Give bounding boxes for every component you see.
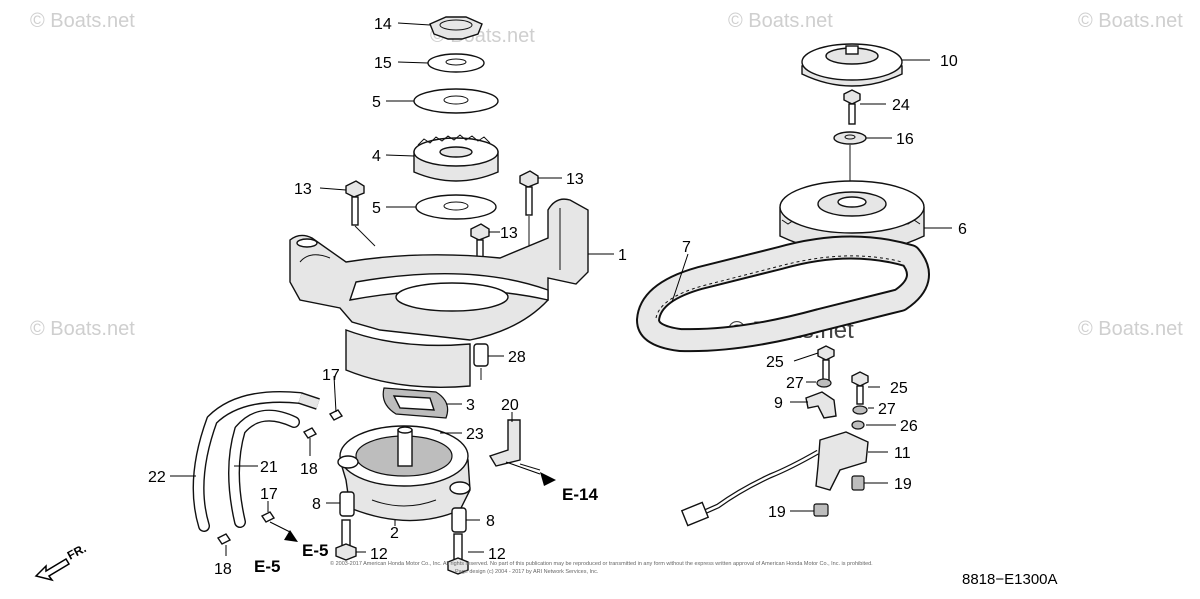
ref-e14: E-14 [562,485,598,504]
callout-14: 14 [374,16,392,33]
plate-part-5-lower [415,194,497,220]
hose-part-21 [228,409,300,528]
watermark: © Boats.net [30,10,135,32]
bolt-part-25-upper [817,345,835,381]
callout-27: 27 [878,401,896,418]
callout-5: 5 [372,94,381,111]
bolt-part-13-right [519,170,539,246]
clip-part-17-lower [260,511,276,523]
callout-3: 3 [466,397,475,414]
callout-1: 1 [618,247,627,264]
callout-19: 19 [894,476,912,493]
callout-17: 17 [322,367,340,384]
callout-23: 23 [466,426,484,443]
sprocket-part-4 [413,134,499,182]
washer-part-27-upper [816,378,832,388]
callout-13: 13 [294,181,312,198]
sensor-part-11 [680,431,869,527]
callout-22: 22 [148,469,166,486]
clip-part-17-upper [328,409,344,421]
callout-5: 5 [372,200,381,217]
elbow-hose-part-20 [488,419,541,471]
nut-part-14 [429,16,483,40]
timing-belt-part-7 [636,235,930,353]
callout-25: 25 [890,380,908,397]
callout-8: 8 [312,496,321,513]
callout-20: 20 [501,397,519,414]
ref-e5-left: E-5 [254,557,280,576]
callout-6: 6 [958,221,967,238]
washer-part-27-lower [852,405,868,415]
callout-27: 27 [786,375,804,392]
callout-4: 4 [372,148,381,165]
cover-part-10 [801,43,903,87]
copyright-line-1: © 2003-2017 American Honda Motor Co., In… [330,560,873,567]
callout-21: 21 [260,459,278,476]
leader-lines [170,22,952,556]
hose-part-22 [192,390,320,532]
bolt-part-24 [843,89,861,125]
callout-11: 11 [894,445,911,462]
callout-24: 24 [892,97,910,114]
bolt-part-13-left [345,180,376,247]
bracket-part-9 [805,391,837,419]
callout-28: 28 [508,349,526,366]
front-label: FR. [65,541,89,562]
watermark: © Boats.net [1078,10,1183,32]
ref-arrows [284,472,556,542]
callout-18: 18 [300,461,318,478]
watermark: © Boats.net [30,318,135,340]
callout-9: 9 [774,395,783,412]
callout-8: 8 [486,513,495,530]
callout-18: 18 [214,561,232,578]
bolt-part-12-left [335,519,357,561]
spacer-part-8-left [339,491,355,517]
bolt-part-25-lower [851,371,869,405]
clip-part-18-lower [216,533,232,545]
callout-26: 26 [900,418,918,435]
diagram-code: 8818−E1300A [962,571,1058,588]
callout-15: 15 [374,55,392,72]
collar-part-26 [851,420,865,430]
ref-e5-right: E-5 [302,541,328,560]
callout-13: 13 [500,225,518,242]
front-arrow-icon: FR. [34,541,89,582]
seal-part-3 [382,387,449,419]
callout-13: 13 [566,171,584,188]
clip-part-18-upper [302,427,318,439]
callout-19: 19 [768,504,786,521]
copyright-line-2: Page design (c) 2004 - 2017 by ARI Netwo… [455,569,599,575]
callout-2: 2 [390,525,399,542]
bolt-part-13-center [470,223,490,263]
grommet-part-19-lower [813,503,829,517]
pump-body-part-2 [337,425,471,522]
watermark: © Boats.net [728,10,833,32]
watermark: © Boats.net [1078,318,1183,340]
callout-10: 10 [940,53,958,70]
dowel-part-28 [473,343,489,380]
spacer-part-8-right [451,507,467,533]
grommet-part-19-upper [851,475,865,491]
callout-17: 17 [260,486,278,503]
callout-12: 12 [370,546,388,563]
callout-7: 7 [682,239,691,256]
plate-part-5-upper [413,88,499,114]
callout-12: 12 [488,546,506,563]
callout-16: 16 [896,131,914,148]
bracket-housing-part-1 [289,198,589,388]
callout-labels: 14 15 5 4 13 13 5 13 1 28 17 3 20 23 22 … [148,16,967,578]
callout-25: 25 [766,354,784,371]
washer-part-15 [427,53,485,73]
bolt-part-12-right [447,533,469,575]
